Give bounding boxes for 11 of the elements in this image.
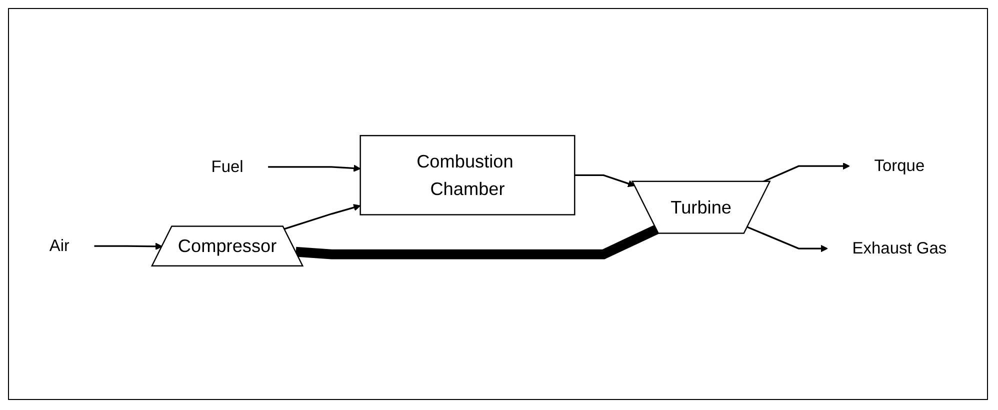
arrow bbox=[94, 242, 163, 250]
node-text: Torque bbox=[874, 156, 925, 175]
node-text: Exhaust Gas bbox=[852, 239, 947, 258]
node-text: Fuel bbox=[211, 157, 244, 176]
arrow bbox=[284, 204, 361, 230]
node-box: Combustion Chamber bbox=[360, 134, 576, 215]
connector bbox=[296, 224, 659, 259]
arrow bbox=[574, 174, 636, 187]
node-text: Air bbox=[49, 236, 70, 255]
arrow bbox=[268, 164, 361, 172]
arrow bbox=[747, 226, 828, 252]
